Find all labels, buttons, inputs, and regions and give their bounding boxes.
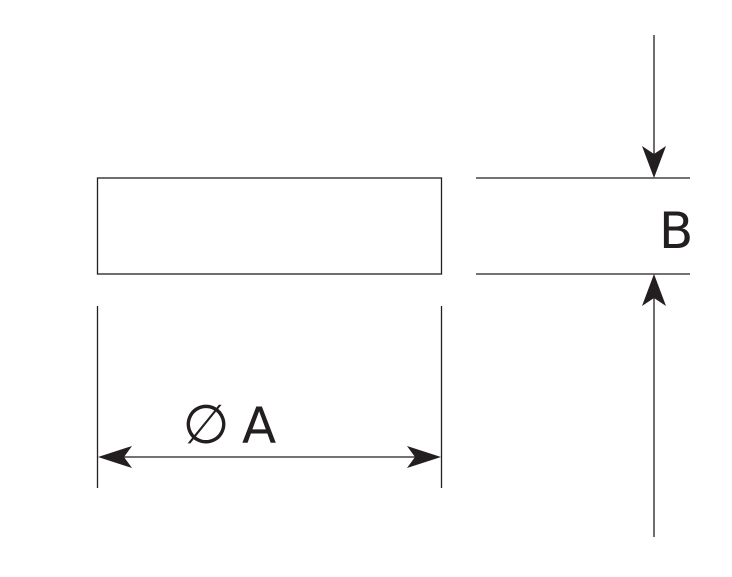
thickness-arrowhead-bottom <box>642 274 666 306</box>
diameter-label-a: A <box>242 397 276 455</box>
thickness-label-b: B <box>659 202 693 260</box>
diameter-arrowhead-left <box>98 446 132 468</box>
thickness-arrowhead-top <box>642 146 666 178</box>
diameter-arrowhead-right <box>407 446 441 468</box>
diameter-symbol: ∅ <box>182 393 229 456</box>
part-outline <box>96 177 443 275</box>
